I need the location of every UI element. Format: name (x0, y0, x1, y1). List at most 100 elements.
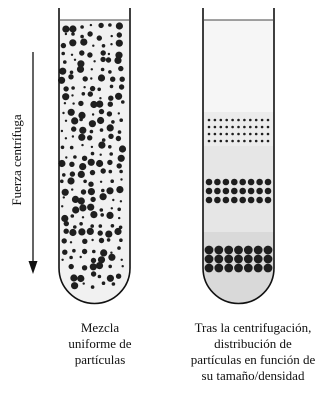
particle (106, 57, 111, 62)
particle (88, 159, 95, 166)
particle (90, 24, 92, 26)
particle (78, 228, 85, 235)
particle (120, 200, 122, 202)
particle (214, 264, 223, 273)
particle (110, 85, 114, 89)
particle (231, 188, 238, 195)
particle (102, 138, 106, 142)
particle (83, 282, 85, 284)
particle (80, 39, 87, 46)
particle (62, 250, 67, 255)
particle (117, 32, 122, 37)
particle (115, 93, 122, 100)
particle (74, 59, 76, 61)
particle (214, 246, 223, 255)
particle (69, 229, 76, 236)
particle (80, 256, 82, 258)
particle (96, 160, 103, 167)
particle (223, 197, 230, 204)
particle (61, 215, 68, 222)
tube-uniform-mixture (58, 8, 130, 304)
particle (243, 140, 246, 143)
particle (206, 179, 213, 186)
particle (78, 171, 85, 178)
particle (243, 126, 246, 129)
particle (79, 222, 83, 226)
particle (67, 177, 74, 184)
particle (256, 188, 263, 195)
particle (214, 179, 221, 186)
particle (99, 97, 101, 99)
particle (61, 43, 66, 48)
particle (112, 282, 116, 286)
particle (111, 35, 113, 37)
particle (116, 40, 123, 47)
particle (101, 189, 105, 193)
particle (254, 264, 263, 273)
particle (249, 133, 252, 136)
caption-line: Mezcla (38, 320, 162, 336)
particle (91, 152, 95, 156)
particle (231, 197, 238, 204)
particle (214, 126, 217, 129)
particle (110, 43, 112, 45)
particle (214, 119, 217, 122)
particle (267, 140, 270, 143)
particle (71, 214, 75, 218)
particle (100, 213, 104, 217)
particle (107, 124, 114, 131)
particle (61, 259, 63, 261)
particle (118, 112, 120, 114)
particle (91, 285, 95, 289)
particle (88, 188, 95, 195)
particle (234, 264, 243, 273)
particle (265, 179, 272, 186)
caption-line: partículas en función de (176, 352, 330, 368)
particle (205, 264, 214, 273)
particle (61, 130, 63, 132)
particle (61, 238, 66, 243)
particle (73, 155, 77, 159)
particle (111, 207, 113, 209)
particle (239, 188, 246, 195)
particle (71, 32, 75, 36)
particle (118, 130, 122, 134)
particle (231, 179, 238, 186)
particle (72, 135, 74, 137)
particle (118, 155, 125, 162)
particle (220, 119, 223, 122)
particle (92, 250, 96, 254)
particle (83, 180, 87, 184)
particle (83, 76, 88, 81)
particle (265, 188, 272, 195)
particle (231, 119, 234, 122)
particle (106, 212, 113, 219)
particle (65, 137, 67, 139)
particle (77, 66, 84, 73)
particle (106, 187, 113, 194)
particle (108, 102, 113, 107)
particle (61, 205, 63, 207)
particle (255, 140, 258, 143)
particle (121, 100, 125, 104)
particle (98, 23, 103, 28)
particle (69, 256, 73, 260)
particle (97, 88, 101, 92)
particle (87, 52, 92, 57)
particle (239, 179, 246, 186)
particle (101, 168, 106, 173)
particle (267, 119, 270, 122)
particle (78, 134, 85, 141)
particle (244, 255, 253, 264)
particle (63, 60, 67, 64)
particle (214, 255, 223, 264)
particle (107, 111, 112, 116)
particle (208, 119, 211, 122)
particle (116, 274, 121, 279)
caption-after-centrifugation: Tras la centrifugación, distribución de … (176, 320, 330, 384)
particle (64, 221, 69, 226)
particle (244, 264, 253, 273)
particle (71, 188, 73, 190)
particle (91, 239, 93, 241)
particle (110, 179, 114, 183)
